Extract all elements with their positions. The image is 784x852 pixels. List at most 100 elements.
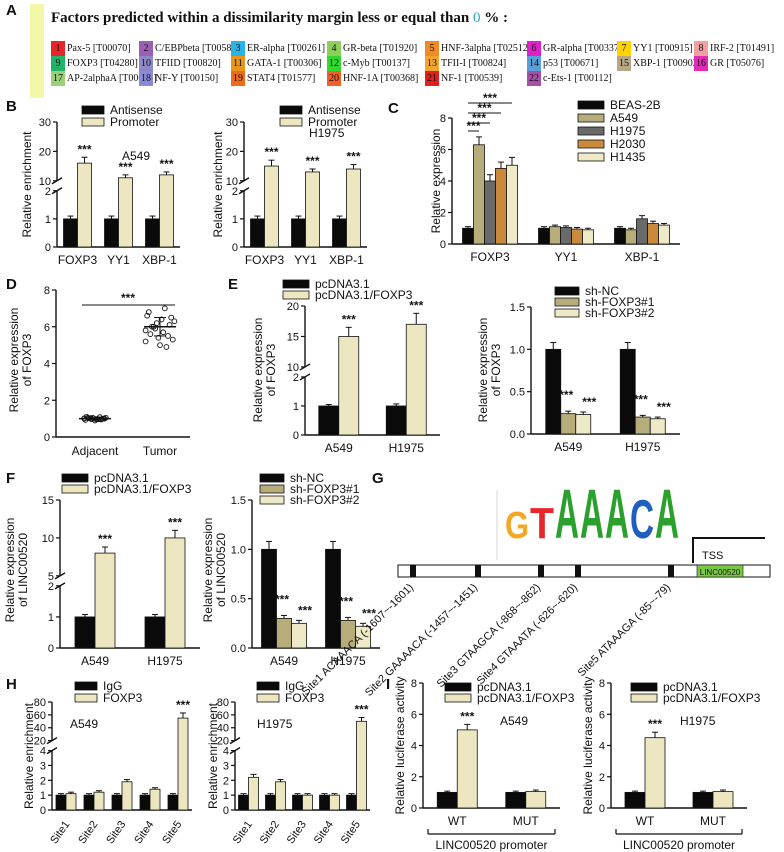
factor-number: 18 <box>139 71 153 86</box>
factor-number: 19 <box>231 71 245 86</box>
y-tick-label: 6 <box>599 709 605 721</box>
factor-name: C/EBPbeta [T00581] <box>155 43 240 54</box>
data-point <box>161 305 168 312</box>
factor-number: 8 <box>694 41 708 56</box>
y-tick-label: 0 <box>45 242 51 254</box>
legend-label: FOXP3 <box>285 691 325 705</box>
x-tick-label: Site3 <box>285 819 309 846</box>
logo-letter: G <box>505 505 529 547</box>
legend-label: pcDNA3.1/FOXP3 <box>315 288 413 302</box>
significance-mark: *** <box>339 594 353 608</box>
y-tick-label: 3 <box>223 760 229 772</box>
x-tick-label: H1975 <box>389 441 425 455</box>
logo-letter: A <box>555 475 579 553</box>
legend-label: sh-FOXP3#1 <box>585 295 655 309</box>
y-tick-label: 2 <box>48 581 54 593</box>
factor-number: 11 <box>231 56 245 71</box>
x-tick-label: WT <box>448 814 467 828</box>
y-tick-label: 10 <box>287 362 299 374</box>
y-tick-label: 1.0 <box>231 544 246 556</box>
y-tick-label: 2 <box>232 186 238 198</box>
y-tick-label: 0 <box>440 239 446 251</box>
bar <box>291 218 306 248</box>
y-tick-label: 0 <box>40 805 46 817</box>
site-marker <box>475 565 481 577</box>
y-tick-label: 0.5 <box>231 594 246 606</box>
gene-label: LINC00520 <box>700 568 741 577</box>
data-point <box>165 333 171 339</box>
y-tick-label: 15 <box>287 331 299 343</box>
panel-label-i: I <box>386 676 391 693</box>
x-tick-label: MUT <box>700 814 727 828</box>
bar <box>145 218 160 248</box>
factor-number: 5 <box>425 41 439 56</box>
panel-label-b: B <box>6 98 17 115</box>
y-tick-label: 0 <box>223 805 229 817</box>
logo-letter: A <box>605 475 629 553</box>
legend-label: IgG <box>103 679 122 693</box>
legend-swatch <box>282 290 310 300</box>
legend-label: A549 <box>610 111 638 125</box>
bar <box>538 227 550 245</box>
bar <box>121 781 133 811</box>
legend-swatch <box>554 308 580 318</box>
bar <box>692 791 714 809</box>
x-tick-label: FOXP3 <box>245 253 285 267</box>
panel-label-e: E <box>228 276 239 293</box>
y-axis-label: Relative expression <box>201 518 215 623</box>
factor-name: NF-Y [T00150] <box>155 73 219 84</box>
y-tick-label: 0 <box>293 430 299 442</box>
x-tick-label: A549 <box>554 440 582 454</box>
bar <box>275 781 286 811</box>
legend-swatch <box>81 117 105 127</box>
significance-mark: *** <box>275 592 289 606</box>
x-tick-label: Site5 <box>339 819 363 846</box>
y-tick-label: 4 <box>440 176 446 188</box>
highlight-band <box>30 4 44 98</box>
significance-mark: *** <box>460 709 474 723</box>
x-tick-label: H1975 <box>330 654 366 668</box>
x-tick-label: YY1 <box>107 253 130 267</box>
bar <box>139 794 151 811</box>
y-tick-label: 8 <box>440 113 446 125</box>
data-point <box>144 312 151 319</box>
legend-swatch <box>577 100 605 110</box>
legend-label: FOXP3 <box>103 691 143 705</box>
legend-label: IgG <box>285 679 304 693</box>
data-point <box>171 318 178 325</box>
x-tick-label: A549 <box>325 441 353 455</box>
bar <box>614 227 626 245</box>
factor-name: IRF-2 [T01491] <box>710 43 775 54</box>
title-prefix: Factors predicted within a dissimilarity… <box>51 10 473 26</box>
y-tick-label: 6 <box>44 322 50 334</box>
x-tick-label: A549 <box>81 654 109 668</box>
legend-swatch <box>81 105 105 115</box>
y-tick-label: 2 <box>40 775 46 787</box>
y-tick-label: 10 <box>226 176 238 188</box>
bar <box>560 227 572 245</box>
site-marker <box>668 565 674 577</box>
title-value: 0 <box>472 10 481 26</box>
x-tick-label: H1975 <box>147 654 183 668</box>
factor-number: 20 <box>327 71 341 86</box>
factor-number: 2 <box>139 41 153 56</box>
y-tick-label: 2 <box>440 208 446 220</box>
factor-name: NF-1 [T00539] <box>441 73 503 84</box>
y-tick-label: 0 <box>44 432 50 444</box>
y-tick-label: 6 <box>440 145 446 157</box>
factor-number: 12 <box>327 56 341 71</box>
factor-number: 1 <box>51 41 65 56</box>
bar <box>111 794 123 811</box>
legend-label: pcDNA3.1/FOXP3 <box>663 691 761 705</box>
bar <box>346 168 361 248</box>
factor-number: 9 <box>51 56 65 71</box>
y-tick-label: 8 <box>44 285 50 297</box>
legend-swatch <box>282 279 310 289</box>
bar <box>63 218 78 248</box>
data-point <box>147 331 154 337</box>
